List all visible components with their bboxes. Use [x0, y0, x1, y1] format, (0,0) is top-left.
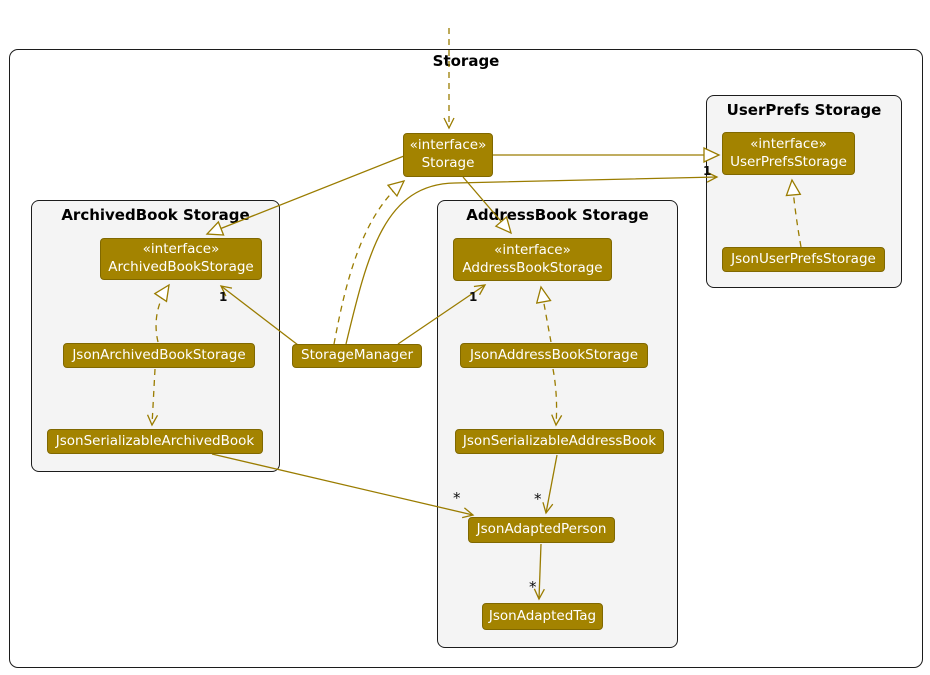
- package-title-userprefs: UserPrefs Storage: [726, 101, 882, 119]
- class-name: AddressBookStorage: [462, 259, 603, 276]
- class-jsonadaptedtag: JsonAdaptedTag: [482, 603, 603, 630]
- realization-jsonarchivedbookstorage: [156, 285, 169, 343]
- class-interface-archivedbookstorage: «interface» ArchivedBookStorage: [100, 238, 262, 280]
- association-person-to-tag: [533, 543, 545, 601]
- generalization-storage-to-archivedbookstorage: [207, 155, 405, 234]
- class-name: Storage: [421, 155, 475, 171]
- package-title-archivedbook: ArchivedBook Storage: [61, 206, 250, 224]
- dependency-jsonaddressbookstorage-to-serializable: [551, 368, 563, 427]
- association-storagemanager-to-archivedbookstorage: [219, 285, 299, 346]
- class-interface-storage: «interface» Storage: [403, 133, 493, 177]
- class-name: JsonArchivedBookStorage: [72, 346, 246, 363]
- association-serializablearchivedbook-to-person: [211, 453, 475, 519]
- multiplicity-label: *: [534, 490, 542, 508]
- class-name: UserPrefsStorage: [730, 153, 847, 170]
- class-name: ArchivedBookStorage: [108, 259, 254, 275]
- multiplicity-label: 1: [469, 290, 478, 304]
- realization-jsonuserprefsstorage: [792, 180, 802, 248]
- association-storagemanager-to-addressbookstorage: [397, 284, 487, 345]
- class-storagemanager: StorageManager: [292, 344, 422, 368]
- multiplicity-label: 1: [703, 164, 712, 178]
- class-jsonarchivedbookstorage: JsonArchivedBookStorage: [63, 343, 255, 368]
- stereotype-label: «interface»: [142, 241, 220, 258]
- class-jsonserializableaddressbook: JsonSerializableAddressBook: [455, 429, 664, 454]
- class-jsonaddressbookstorage: JsonAddressBookStorage: [460, 343, 648, 368]
- realization-jsonaddressbookstorage: [541, 287, 551, 343]
- class-interface-userprefsstorage: «interface» UserPrefsStorage: [722, 132, 855, 175]
- class-jsonadaptedperson: JsonAdaptedPerson: [468, 517, 615, 543]
- class-interface-addressbookstorage: «interface» AddressBookStorage: [453, 238, 612, 281]
- class-jsonserializablearchivedbook: JsonSerializableArchivedBook: [47, 429, 263, 454]
- dependency-jsonarchivedbookstorage-to-serializable: [146, 368, 159, 427]
- class-name: StorageManager: [301, 347, 413, 364]
- stereotype-label: «interface»: [494, 241, 571, 258]
- multiplicity-label: 1: [219, 290, 228, 304]
- class-name: JsonAdaptedTag: [488, 607, 597, 624]
- realization-storagemanager-to-storage: [333, 181, 404, 345]
- association-serializableaddressbook-to-person: [542, 454, 558, 515]
- class-name: JsonAdaptedPerson: [476, 521, 607, 538]
- stereotype-label: «interface»: [750, 135, 827, 152]
- stereotype-label: «interface»: [409, 137, 487, 154]
- class-name: JsonSerializableArchivedBook: [55, 432, 255, 449]
- association-storagemanager-to-userprefsstorage: [345, 171, 719, 345]
- class-jsonuserprefsstorage: JsonUserPrefsStorage: [722, 247, 885, 272]
- class-name: JsonUserPrefsStorage: [731, 250, 876, 267]
- generalization-storage-to-addressbookstorage: [462, 176, 511, 233]
- multiplicity-label: *: [453, 489, 461, 507]
- multiplicity-label: *: [529, 578, 537, 596]
- class-name: JsonSerializableAddressBook: [462, 432, 657, 449]
- class-name: JsonAddressBookStorage: [469, 346, 638, 363]
